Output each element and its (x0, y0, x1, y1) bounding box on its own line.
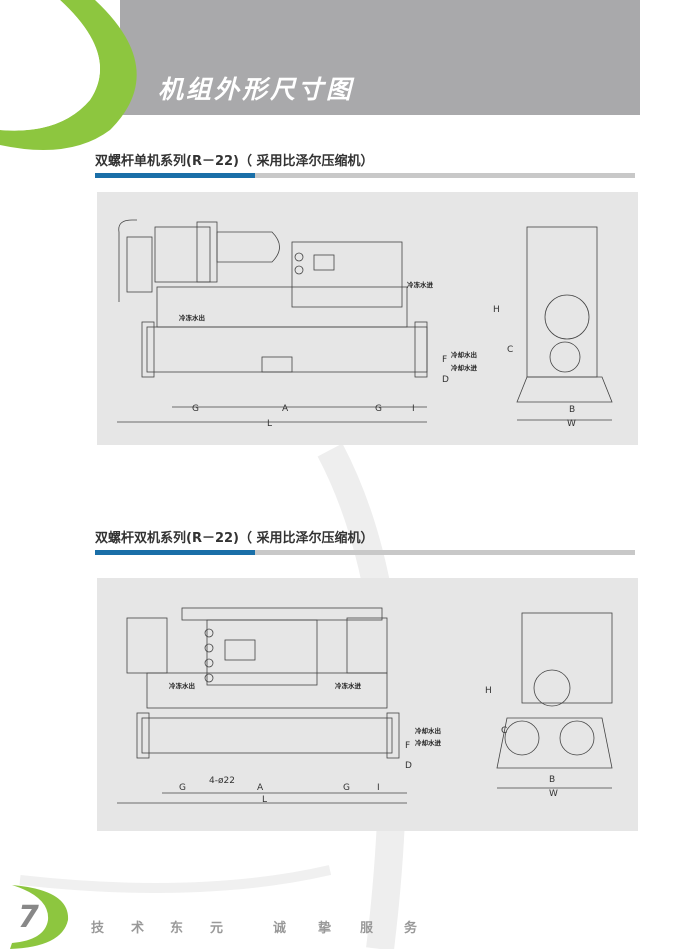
slogan-char: 东 (170, 921, 184, 936)
svg-text:L: L (267, 419, 272, 429)
svg-text:C: C (507, 345, 513, 355)
label-evap-in: 冷冻水进 (407, 280, 434, 289)
svg-text:H: H (493, 305, 500, 315)
section-divider (95, 173, 635, 178)
label-mount-holes: 4-ø22 (209, 776, 235, 786)
page-number: 7 (18, 900, 39, 935)
header-band (120, 0, 640, 115)
svg-text:W: W (567, 419, 576, 429)
slogan-char: 挚 (318, 921, 332, 936)
slogan-char: 务 (404, 921, 418, 936)
svg-text:B: B (569, 405, 575, 415)
svg-text:G: G (179, 783, 186, 793)
svg-text:D: D (405, 761, 412, 771)
section-title-single: 双螺杆单机系列(R－22)（ 采用比泽尔压缩机） (95, 154, 374, 169)
section-title-dual: 双螺杆双机系列(R－22)（ 采用比泽尔压缩机） (95, 531, 374, 546)
svg-text:H: H (485, 686, 492, 696)
svg-text:I: I (412, 404, 415, 414)
drawing-dual-unit: 冷冻水出 冷冻水进 冷却水出 冷却水进 4-ø22 G A G I L D F … (97, 578, 638, 831)
slogan-char: 元 (210, 921, 224, 936)
svg-text:G: G (192, 404, 199, 414)
svg-text:B: B (549, 775, 555, 785)
label-evap-out: 冷冻水出 (179, 313, 205, 322)
svg-text:I: I (377, 783, 380, 793)
svg-text:D: D (442, 375, 449, 385)
slogan-char: 诚 (273, 921, 287, 936)
label-cond-in: 冷却水进 (451, 363, 478, 372)
svg-text:F: F (442, 355, 447, 365)
svg-text:F: F (405, 741, 410, 751)
svg-text:A: A (282, 404, 289, 414)
svg-text:C: C (501, 726, 507, 736)
svg-text:G: G (375, 404, 382, 414)
section-divider (95, 550, 635, 555)
footer-green-swoosh (10, 885, 69, 949)
slogan-char: 技 (91, 921, 105, 936)
slogan-char: 术 (131, 921, 145, 936)
slogan-char: 服 (360, 921, 374, 936)
page-title: 机组外形尺寸图 (158, 75, 355, 104)
svg-text:W: W (549, 789, 558, 799)
label-cond-out: 冷却水出 (451, 350, 477, 359)
label-cond-in: 冷却水进 (415, 738, 442, 747)
svg-text:L: L (262, 795, 267, 805)
drawing-single-unit: 冷冻水出 冷冻水进 冷却水出 冷却水进 G A G I L D F H C B … (97, 192, 638, 445)
label-evap-out: 冷冻水出 (169, 681, 195, 690)
svg-text:A: A (257, 783, 264, 793)
label-evap-in: 冷冻水进 (335, 681, 362, 690)
green-swoosh-logo (0, 0, 137, 150)
svg-text:G: G (343, 783, 350, 793)
label-cond-out: 冷却水出 (415, 726, 441, 735)
